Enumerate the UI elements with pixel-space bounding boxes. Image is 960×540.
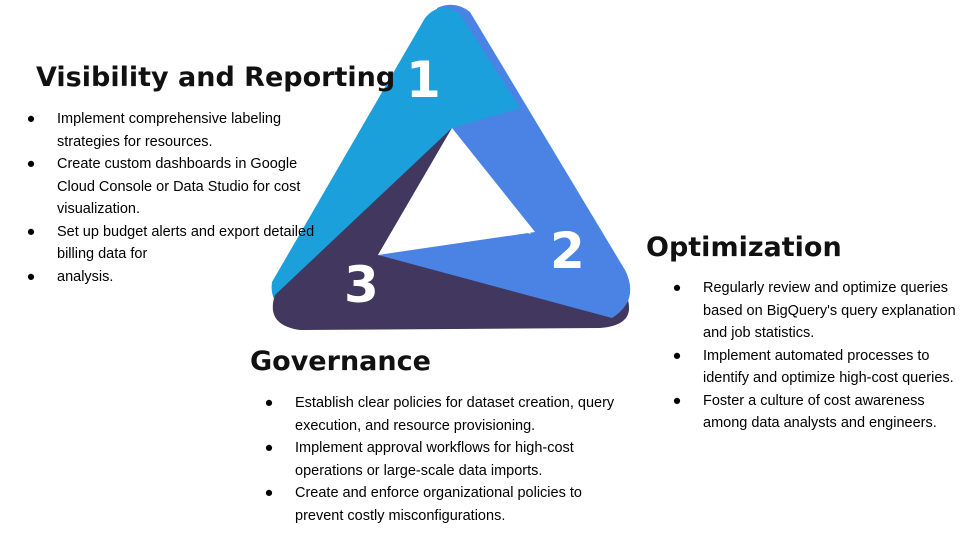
bullet-icon: ● <box>26 111 36 127</box>
triangle-number-3: 3 <box>344 256 379 314</box>
bullet-icon: ● <box>672 347 682 364</box>
visibility-heading: Visibility and Reporting <box>36 62 396 93</box>
list-item-text: analysis. <box>57 268 114 285</box>
governance-heading: Governance <box>250 346 431 377</box>
governance-list: ● Establish clear policies for dataset cr… <box>263 392 623 527</box>
list-item-text: Create custom dashboards in Google Cloud… <box>57 156 301 217</box>
bullet-icon: ● <box>26 156 36 172</box>
list-item-text: Set up budget alerts and export detailed… <box>57 223 315 263</box>
list-item: ● Set up budget alerts and export detaile… <box>25 221 315 266</box>
list-item-text: Establish clear policies for dataset cre… <box>295 395 615 434</box>
bullet-icon: ● <box>264 440 274 456</box>
list-item: ● Implement approval workflows for high-c… <box>263 437 623 482</box>
triangle-number-2: 2 <box>550 222 585 280</box>
list-item: ● Create custom dashboards in Google Clou… <box>25 153 315 221</box>
triangle-center-hole <box>378 128 535 255</box>
list-item-text: Implement comprehensive labeling strateg… <box>57 111 282 150</box>
bullet-icon: ● <box>26 223 36 240</box>
list-item-text: Implement automated processes to identif… <box>703 347 954 387</box>
list-item: ● Implement automated processes to identi… <box>671 345 960 390</box>
list-item-text: Foster a culture of cost awareness among… <box>703 392 937 432</box>
bullet-icon: ● <box>672 280 682 296</box>
list-item-text: Regularly review and optimize queries ba… <box>703 280 956 341</box>
triangle-number-1: 1 <box>406 51 441 109</box>
list-item-text: Implement approval workflows for high-co… <box>295 440 574 479</box>
triangle-segment-2-overlap <box>378 230 631 318</box>
list-item: ● analysis. <box>25 266 315 289</box>
list-item: ● Regularly review and optimize queries b… <box>671 277 960 345</box>
optimization-heading: Optimization <box>646 232 842 263</box>
bullet-icon: ● <box>264 395 274 411</box>
list-item: ● Foster a culture of cost awareness amon… <box>671 390 960 435</box>
bullet-icon: ● <box>26 268 36 285</box>
optimization-list: ● Regularly review and optimize queries b… <box>671 277 960 435</box>
visibility-list: ● Implement comprehensive labeling strate… <box>25 108 315 288</box>
bullet-icon: ● <box>672 392 682 409</box>
list-item: ● Create and enforce organizational polic… <box>263 482 623 527</box>
list-item: ● Establish clear policies for dataset cr… <box>263 392 623 437</box>
bullet-icon: ● <box>264 485 274 501</box>
list-item-text: Create and enforce organizational polici… <box>295 485 582 524</box>
list-item: ● Implement comprehensive labeling strate… <box>25 108 315 153</box>
